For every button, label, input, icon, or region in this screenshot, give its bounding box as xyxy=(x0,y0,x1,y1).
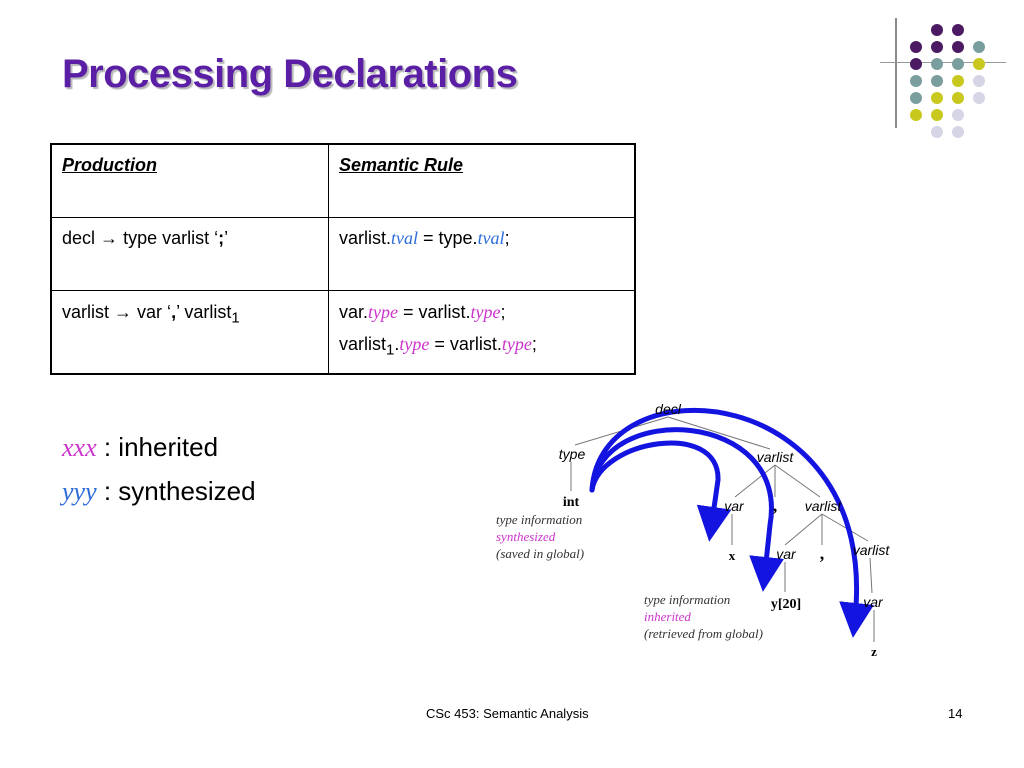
slide-title: Processing Declarations xyxy=(62,52,518,96)
attribute-flow-arrows xyxy=(589,407,874,638)
node-comma: , xyxy=(820,543,825,563)
semantic-rule-cell: varlist.tval = type.tval; xyxy=(328,217,636,291)
decorative-dot xyxy=(973,75,985,87)
rule-line: varlist1.type = varlist.type; xyxy=(339,333,537,359)
inherit-arrow-y xyxy=(589,427,784,592)
decorative-dot xyxy=(973,58,985,70)
decorative-horizontal-line xyxy=(880,62,1006,63)
decorative-dot xyxy=(973,41,985,53)
decorative-dot xyxy=(973,92,985,104)
decorative-dot xyxy=(931,24,943,36)
annotation-inh-line1: type information xyxy=(644,592,730,607)
edge-varlist2-varlist3 xyxy=(821,513,869,542)
decorative-dot xyxy=(952,75,964,87)
edge-varlist2-var xyxy=(784,513,823,546)
table-row: decl → type varlist ‘;’ varlist.tval = t… xyxy=(50,217,636,291)
header-semantic-rule: Semantic Rule xyxy=(328,143,636,218)
node-varlist: varlist xyxy=(805,498,843,514)
table-row: varlist → var ‘,’ varlist1 var.type = va… xyxy=(50,290,636,375)
decorative-dot xyxy=(931,75,943,87)
decorative-dot xyxy=(952,126,964,138)
decorative-dot xyxy=(952,41,964,53)
edge-decl-varlist xyxy=(667,416,771,450)
legend-synthesized: yyy : synthesized xyxy=(62,476,256,506)
decorative-dot xyxy=(931,41,943,53)
annotation-synth-line3: (saved in global) xyxy=(496,546,584,561)
annotation-synth-line2: synthesized xyxy=(496,529,556,544)
decorative-dot xyxy=(910,92,922,104)
decorative-dot xyxy=(952,24,964,36)
semantic-rules-table: Production Semantic Rule decl → type var… xyxy=(50,143,636,376)
decorative-dot xyxy=(910,58,922,70)
page-number: 14 xyxy=(948,706,963,721)
inherit-arrow-z xyxy=(589,407,874,638)
decorative-dot xyxy=(952,92,964,104)
annotation-inh-line3: (retrieved from global) xyxy=(644,626,763,641)
header-production: Production xyxy=(50,143,329,218)
annotation-synth-line1: type information xyxy=(496,512,582,527)
leaf-y: y[20] xyxy=(771,597,801,612)
decorative-dot xyxy=(931,126,943,138)
leaf-x: x xyxy=(729,548,736,563)
decorative-dot xyxy=(952,58,964,70)
decorative-dot xyxy=(952,109,964,121)
edge-varlist-varlist xyxy=(774,464,821,498)
node-var: var xyxy=(863,594,884,610)
node-comma: , xyxy=(773,495,778,515)
rule-line: var.type = varlist.type; xyxy=(339,302,506,322)
leaf-z: z xyxy=(871,644,877,659)
decorative-dot xyxy=(931,109,943,121)
annotation-inh-line2: inherited xyxy=(644,609,691,624)
legend-inherited: xxx : inherited xyxy=(62,432,219,462)
decorative-dot xyxy=(931,58,943,70)
node-var: var xyxy=(776,546,797,562)
inherit-arrow-x xyxy=(589,440,732,542)
decorative-dot xyxy=(910,109,922,121)
decorative-vertical-line xyxy=(895,18,897,128)
node-varlist: varlist xyxy=(853,542,891,558)
node-type: type xyxy=(559,446,586,462)
node-decl: decl xyxy=(655,401,682,417)
edge-varlist-var xyxy=(734,464,776,498)
semantic-rule-cell: var.type = varlist.type; varlist1.type =… xyxy=(328,290,636,375)
node-var: var xyxy=(724,498,745,514)
slide-footer: CSc 453: Semantic Analysis xyxy=(426,706,589,721)
decorative-dot xyxy=(910,75,922,87)
production-cell: decl → type varlist ‘;’ xyxy=(50,217,329,291)
leaf-int: int xyxy=(563,495,580,510)
edge-varlist3-var xyxy=(869,557,873,594)
production-cell: varlist → var ‘,’ varlist1 xyxy=(50,290,329,375)
decorative-dot xyxy=(910,41,922,53)
tree-edges xyxy=(570,416,875,642)
node-varlist: varlist xyxy=(757,449,795,465)
decorative-dot xyxy=(931,92,943,104)
table-header-row: Production Semantic Rule xyxy=(50,143,636,218)
